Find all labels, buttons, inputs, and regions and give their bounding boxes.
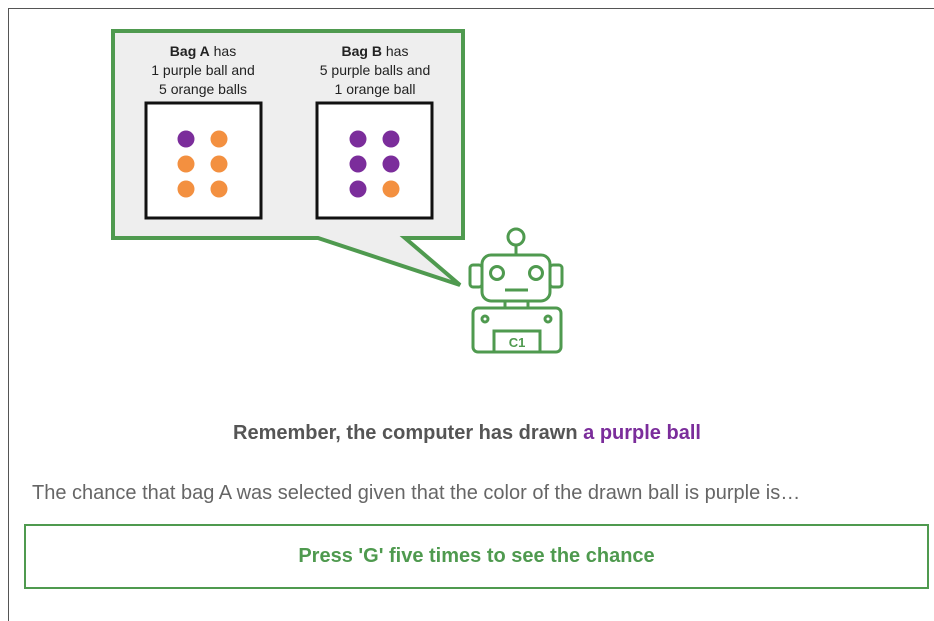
bag-a-line3: 5 orange balls (159, 81, 247, 97)
purple-ball (349, 155, 367, 173)
bag-a-line2: 1 purple ball and (151, 62, 255, 78)
bag-b-box (315, 101, 434, 220)
speech-bubble (111, 29, 465, 287)
bag-b-has: has (381, 43, 409, 59)
orange-ball (210, 180, 228, 198)
bag-a-has: has (209, 43, 237, 59)
bag-b-label: Bag B has 5 purple balls and 1 orange ba… (300, 42, 450, 99)
bag-b-name: Bag B (341, 43, 382, 59)
bag-a-balls (177, 130, 228, 198)
bag-a-name: Bag A (169, 43, 210, 59)
press-g-prompt[interactable]: Press 'G' five times to see the chance (24, 524, 929, 589)
bag-a-label: Bag A has 1 purple ball and 5 orange bal… (128, 42, 278, 99)
purple-ball (177, 130, 195, 148)
question-text: The chance that bag A was selected given… (32, 482, 801, 504)
orange-ball (210, 130, 228, 148)
remember-highlight: a purple ball (583, 422, 701, 444)
remember-prefix: Remember, the computer has drawn (233, 422, 584, 444)
robot-badge: C1 (509, 335, 526, 350)
remember-heading: Remember, the computer has drawn a purpl… (0, 422, 934, 445)
bag-b-line2: 5 purple balls and (319, 62, 431, 78)
orange-ball (210, 155, 228, 173)
orange-ball (382, 180, 400, 198)
bag-a-box (144, 101, 263, 220)
robot-icon (468, 227, 564, 354)
purple-ball (382, 155, 400, 173)
page-frame (8, 8, 934, 621)
orange-ball (177, 155, 195, 173)
purple-ball (349, 180, 367, 198)
orange-ball (177, 180, 195, 198)
press-g-label: Press 'G' five times to see the chance (298, 545, 655, 567)
bag-b-balls (349, 130, 400, 198)
illustration: C1 (111, 29, 564, 354)
purple-ball (382, 130, 400, 148)
purple-ball (349, 130, 367, 148)
bag-b-line3: 1 orange ball (334, 81, 416, 97)
